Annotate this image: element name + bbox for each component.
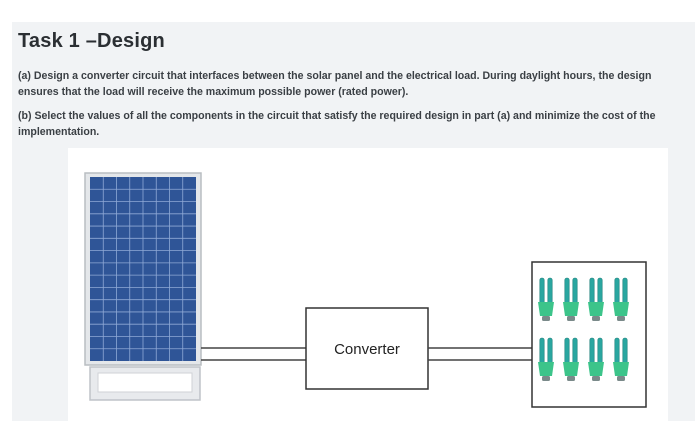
converter-box: Converter (305, 307, 429, 390)
light-bulb-icon (563, 337, 579, 381)
load-box (531, 261, 647, 408)
light-bulb-icon (538, 337, 554, 381)
light-bulb-icon (613, 277, 629, 321)
circuit-diagram: Converter (68, 148, 668, 421)
input-wires (201, 347, 306, 361)
solar-panel (84, 172, 202, 366)
task-title: Task 1 –Design (18, 30, 165, 52)
light-bulb-icon (588, 277, 604, 321)
panel-stand (89, 366, 201, 401)
circuit-diagram-svg: Converter (84, 172, 647, 408)
light-bulb-icon (563, 277, 579, 321)
light-bulb-icon (613, 337, 629, 381)
output-wires (428, 347, 532, 361)
light-bulb-icon (538, 277, 554, 321)
task-card: Task 1 –Design (a) Design a converter ci… (12, 22, 695, 421)
light-bulb-icon (588, 337, 604, 381)
task-part-b: (b) Select the values of all the compone… (18, 110, 656, 138)
task-part-a: (a) Design a converter circuit that inte… (18, 70, 652, 98)
converter-label: Converter (334, 341, 400, 358)
